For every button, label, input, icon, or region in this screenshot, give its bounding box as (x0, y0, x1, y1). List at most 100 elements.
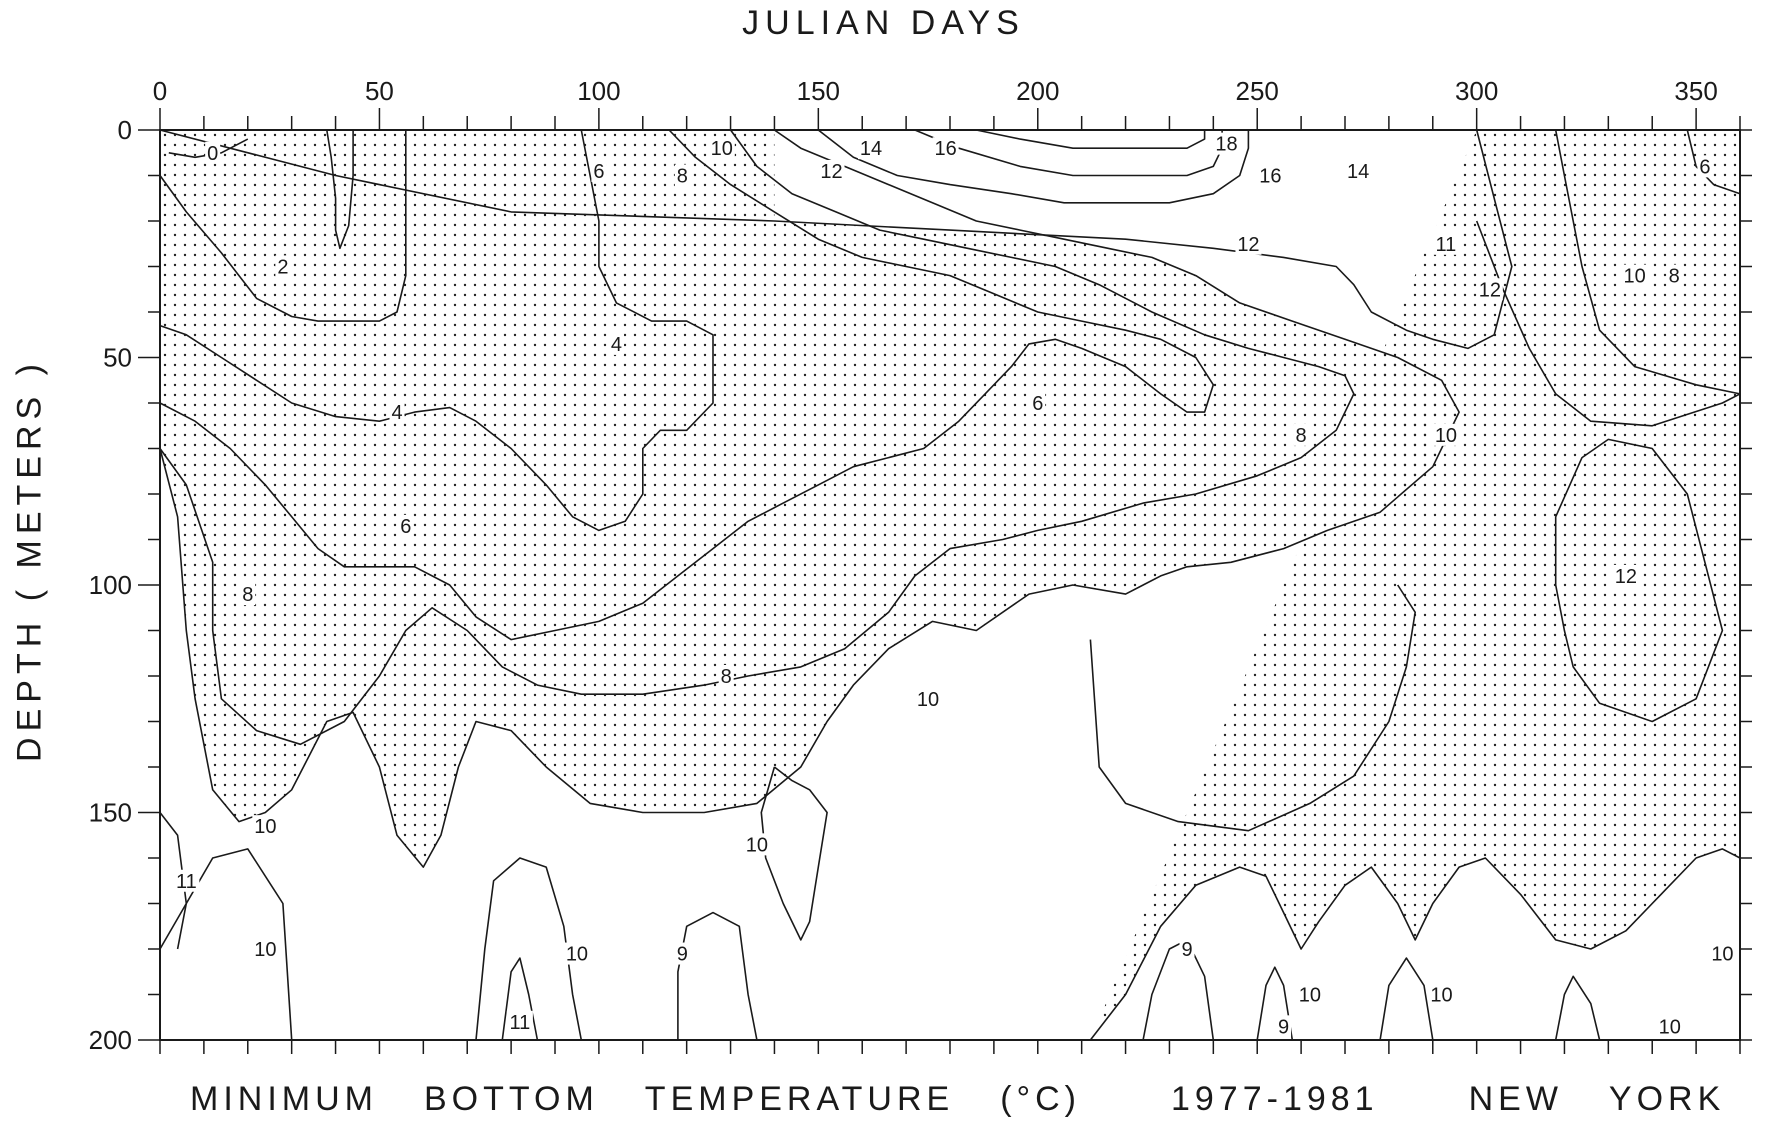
isotherm-4 (159, 129, 714, 532)
y-tick-label: 0 (118, 115, 132, 145)
isotherm-label-bg (252, 815, 279, 838)
x-axis-title: JULIAN DAYS (742, 4, 1025, 42)
isotherm-6 (159, 129, 1215, 641)
isotherm-label: 10 (1435, 425, 1457, 447)
isotherm-12 (1554, 438, 1724, 723)
isotherm-label: 6 (1699, 156, 1710, 178)
isotherm-label-bg (398, 514, 414, 537)
caption-word: (°C) (1000, 1080, 1081, 1118)
isotherm-label: 18 (1215, 134, 1237, 156)
isotherm-label: 8 (1296, 425, 1307, 447)
isotherm-10 (1256, 966, 1294, 1041)
isotherm-10 (1089, 584, 1416, 832)
isotherm-label: 11 (176, 871, 197, 893)
isotherm-label: 12 (1237, 234, 1259, 256)
isotherm-18 (976, 129, 1206, 149)
isotherm-label-bg (1621, 264, 1648, 287)
x-tick-label: 0 (153, 76, 167, 106)
isotherm-label-bg (1432, 423, 1459, 446)
isotherm-label-bg (1235, 232, 1262, 255)
isotherm-label: 10 (746, 834, 768, 856)
caption-years: 1977-1981 (1170, 1080, 1379, 1118)
isotherm-label-bg (591, 159, 607, 182)
isotherm-label-bg (1276, 1015, 1292, 1038)
isotherm-label: 12 (1615, 566, 1637, 588)
isotherm-label-bg (275, 255, 291, 278)
isotherm-14 (817, 129, 1250, 204)
isotherm-label: 10 (1430, 985, 1452, 1007)
isotherm-label-bg (1213, 132, 1240, 155)
y-tick-label: 50 (103, 343, 132, 373)
x-tick-label: 250 (1236, 76, 1279, 106)
isotherm-label-bg (1293, 423, 1309, 446)
isotherm-label: 9 (1181, 939, 1192, 961)
isotherm-label-bg (506, 1010, 533, 1033)
isotherm-label: 10 (254, 939, 276, 961)
y-tick-label: 150 (89, 798, 132, 828)
isotherm-2 (159, 130, 407, 322)
isotherm-2 (326, 129, 354, 250)
isotherm-label-bg (252, 938, 279, 960)
isotherm-label-bg (240, 583, 256, 606)
x-tick-label: 350 (1674, 76, 1717, 106)
isotherm-label: 10 (1624, 266, 1646, 288)
isotherm-label-bg (563, 942, 590, 965)
isotherm-label-bg (1476, 278, 1503, 301)
isotherm-label-bg (1432, 232, 1459, 255)
isotherm-10 (1379, 957, 1434, 1041)
isotherm-label-bg (1179, 938, 1195, 960)
isotherm-label-bg (818, 159, 845, 182)
isotherm-11 (501, 957, 539, 1041)
isotherm-label: 10 (711, 138, 733, 160)
isotherm-9 (677, 911, 758, 1041)
isotherm-label-bg (932, 137, 959, 160)
isotherm-label-bg (173, 869, 200, 892)
isotherm-label: 8 (677, 166, 688, 188)
x-tick-label: 50 (365, 76, 394, 106)
isotherm-label: 4 (391, 402, 402, 424)
isotherm-label-bg (674, 164, 690, 187)
isotherm-label-bg (1612, 564, 1639, 587)
isotherm-label-bg (1697, 155, 1713, 178)
isotherm-label: 10 (1711, 944, 1733, 966)
isotherm-label-bg (743, 833, 770, 856)
isotherm-label-bg (1345, 159, 1372, 182)
cold-water-stipple (160, 130, 1740, 1040)
isotherm-label: 10 (1299, 985, 1321, 1007)
isotherm-label-bg (915, 687, 942, 710)
isotherm-label: 11 (510, 1012, 531, 1034)
isotherm-label: 0 (207, 143, 218, 165)
isotherm-10 (1554, 975, 1601, 1041)
isotherm-label: 9 (1278, 1016, 1289, 1038)
isotherm-label: 10 (917, 689, 939, 711)
caption-word: TEMPERATURE (644, 1080, 955, 1118)
isotherm-label: 14 (860, 138, 882, 160)
warm-surface-mask (774, 130, 1345, 267)
x-tick-label: 100 (577, 76, 620, 106)
isotherm-10 (760, 766, 828, 941)
isotherm-label-bg (1296, 983, 1323, 1006)
caption-word: YORK (1608, 1080, 1726, 1118)
isotherm-label: 10 (1659, 1016, 1681, 1038)
isotherm-label-bg (1030, 392, 1046, 414)
isotherm-10 (159, 848, 293, 1041)
isotherm-label: 6 (1032, 393, 1043, 415)
isotherm-10 (1089, 848, 1741, 1041)
isotherm-label-bg (608, 332, 624, 355)
isotherm-label: 4 (611, 334, 622, 356)
isotherm-label-bg (1709, 942, 1736, 965)
isotherm-label: 6 (593, 161, 604, 183)
y-axis-title: DEPTH ( METERS ) (10, 358, 49, 762)
isotherm-12 (159, 129, 1513, 350)
stipple-region-main (160, 130, 1460, 868)
isotherm-label: 10 (566, 944, 588, 966)
stipple-region-northeast (1090, 130, 1740, 1040)
caption-word: BOTTOM (423, 1080, 599, 1118)
isotherm-label-bg (1257, 164, 1284, 187)
isotherm-label-bg (718, 665, 734, 687)
caption-word: NEW (1468, 1080, 1563, 1118)
isotherm-label: 6 (400, 516, 411, 538)
isotherm-10 (159, 129, 1460, 868)
